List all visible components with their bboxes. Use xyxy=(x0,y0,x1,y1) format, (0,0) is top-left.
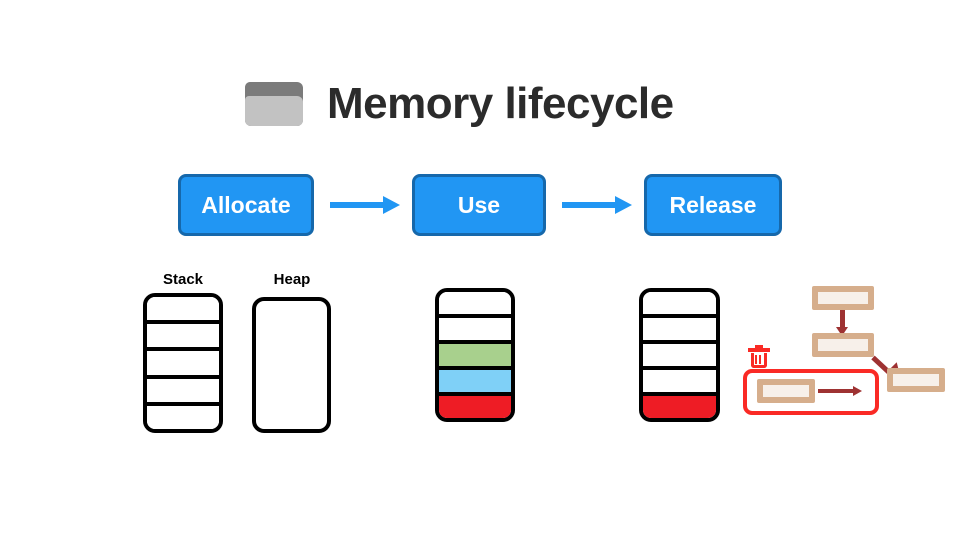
arrow-shaft xyxy=(330,202,384,208)
stack-cell xyxy=(147,324,219,352)
edge-orphan-outgoing-icon xyxy=(818,386,862,396)
object-graph-diagram xyxy=(735,275,955,435)
stack-cell xyxy=(147,351,219,379)
trash-rib xyxy=(759,355,761,364)
stack-diagram-release xyxy=(639,288,720,422)
title-row: Memory lifecycle xyxy=(243,78,674,130)
stack-label: Stack xyxy=(162,271,204,288)
stack-cell xyxy=(439,292,511,318)
arrow-head xyxy=(383,196,400,214)
trash-handle xyxy=(755,345,763,348)
graph-node-top xyxy=(812,286,874,310)
heap-label: Heap xyxy=(273,271,311,288)
graph-node-middle xyxy=(812,333,874,357)
stack-cell xyxy=(643,292,716,318)
trash-can xyxy=(751,353,767,368)
arrow-shaft xyxy=(818,389,854,393)
stack-cell xyxy=(643,344,716,370)
stack-cell-red xyxy=(439,396,511,418)
stack-cell xyxy=(643,370,716,396)
graph-node-right xyxy=(887,368,945,392)
stack-cell-blue xyxy=(439,370,511,396)
stack-cell xyxy=(147,405,219,429)
arrow-use-to-release-icon xyxy=(562,196,632,214)
heap-diagram-allocate xyxy=(252,297,331,433)
stack-cell xyxy=(643,318,716,344)
folder-icon xyxy=(243,78,307,130)
folder-front xyxy=(245,96,303,126)
trash-rib xyxy=(755,355,757,364)
flow-step-release[interactable]: Release xyxy=(644,174,782,236)
trash-icon xyxy=(748,345,770,369)
page-title: Memory lifecycle xyxy=(327,79,674,128)
arrow-allocate-to-use-icon xyxy=(330,196,400,214)
graph-node-orphan xyxy=(757,379,815,403)
stack-cell xyxy=(439,318,511,344)
arrow-shaft xyxy=(562,202,616,208)
arrow-head xyxy=(853,386,862,396)
flow-step-allocate[interactable]: Allocate xyxy=(178,174,314,236)
stack-cell xyxy=(147,378,219,406)
folder-tab xyxy=(245,82,275,100)
stack-cell-green xyxy=(439,344,511,370)
stack-cell-red xyxy=(643,396,716,418)
stack-cell xyxy=(147,297,219,325)
stack-diagram-use xyxy=(435,288,515,422)
flow-step-use[interactable]: Use xyxy=(412,174,546,236)
arrow-head xyxy=(615,196,632,214)
trash-lid xyxy=(748,348,770,352)
stack-diagram-allocate xyxy=(143,293,223,433)
edge-top-to-middle-icon xyxy=(836,310,848,336)
